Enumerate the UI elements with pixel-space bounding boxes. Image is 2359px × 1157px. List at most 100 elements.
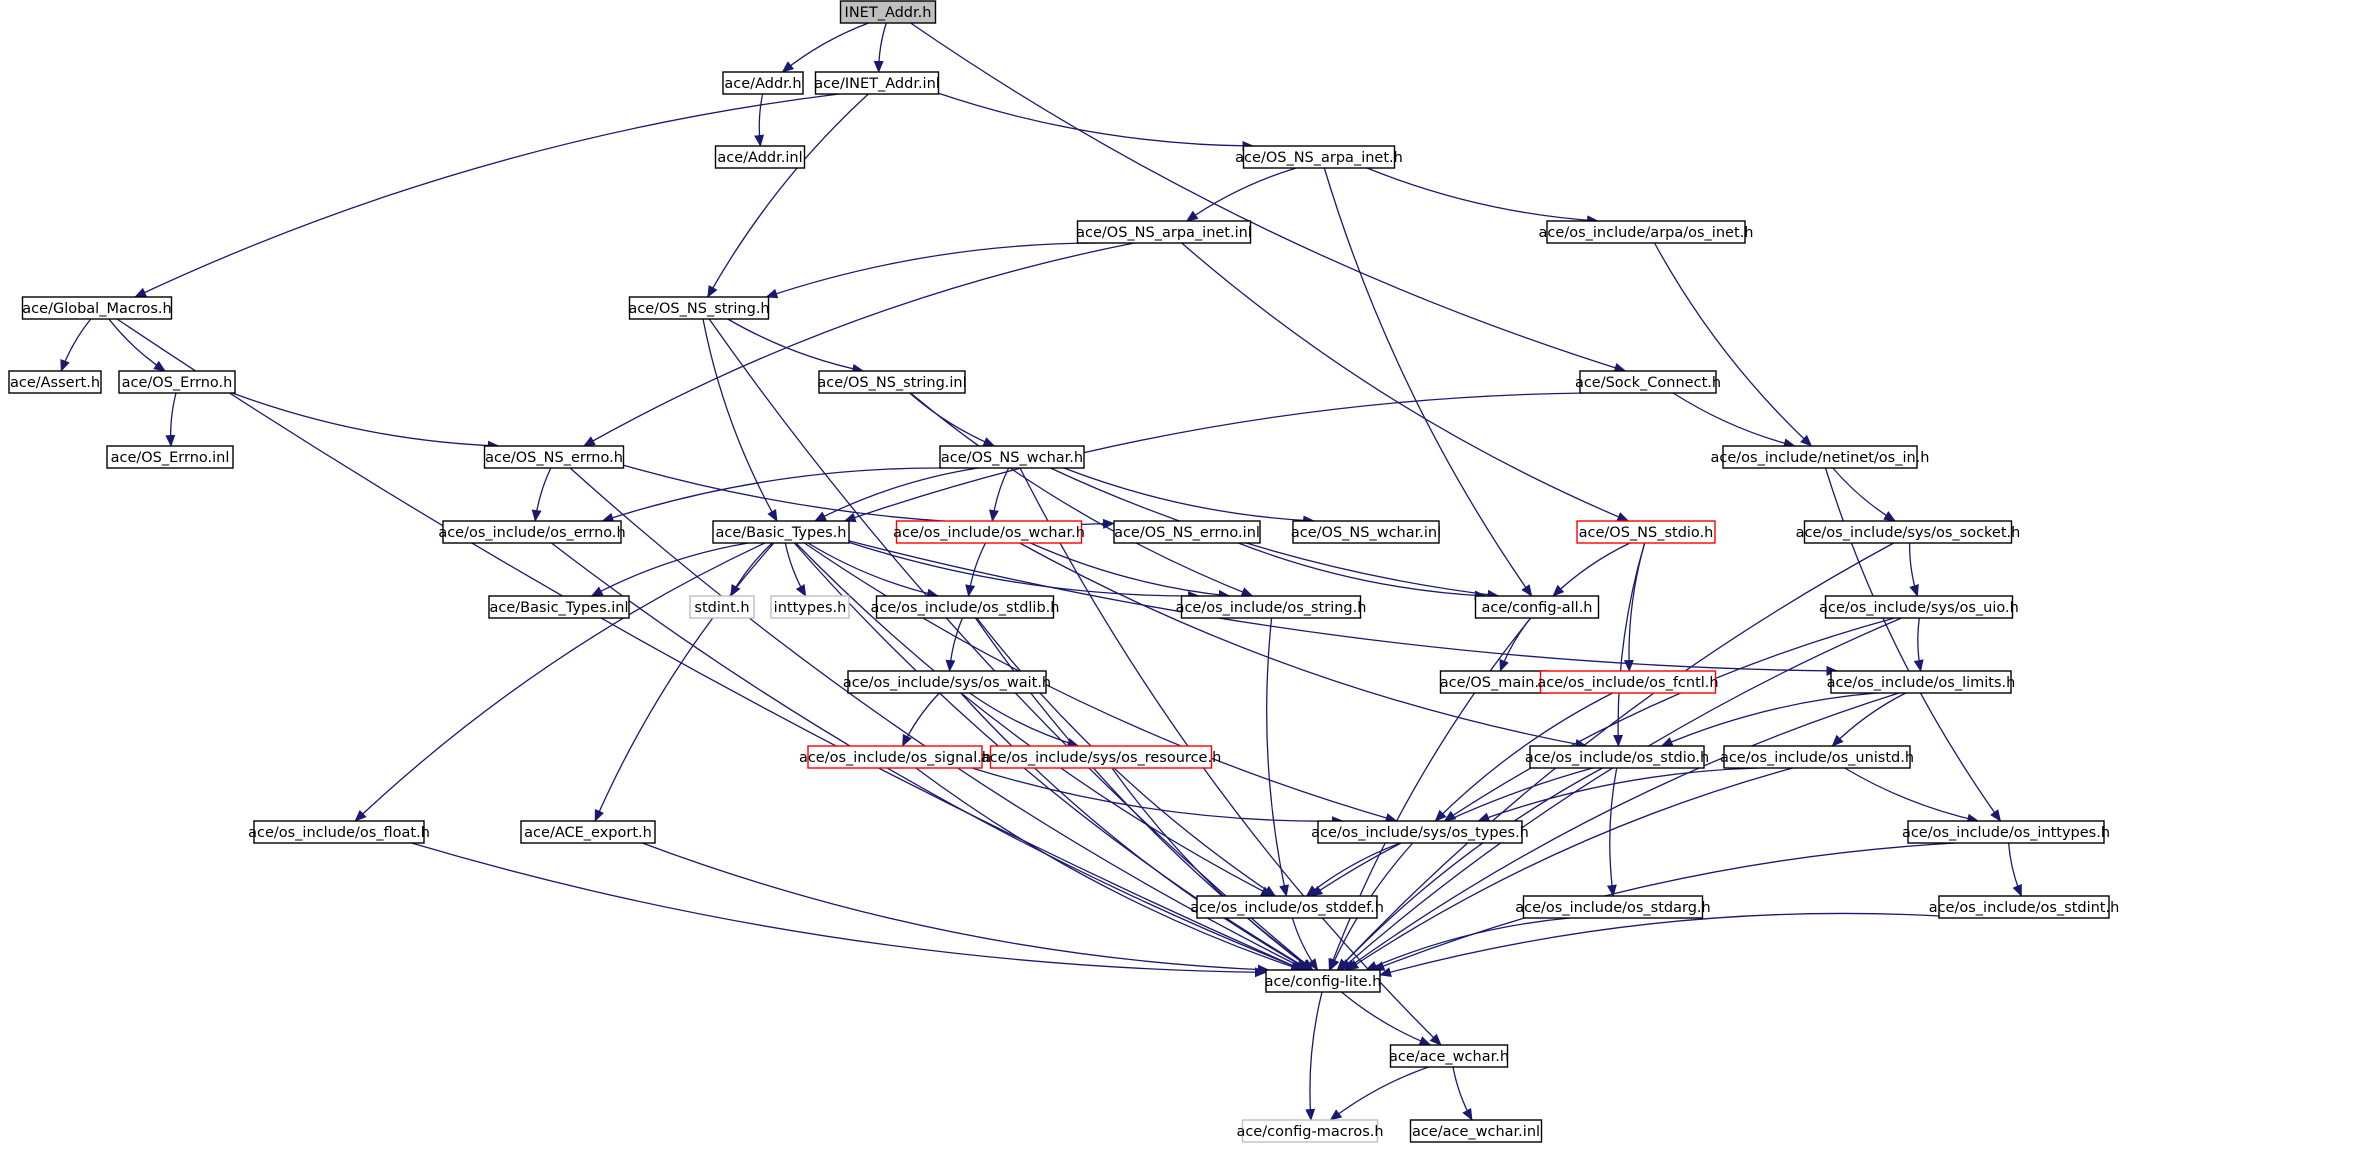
node-box: [1113, 520, 1261, 544]
node-os-inttypes-h[interactable]: ace/os_include/os_inttypes.h: [1902, 820, 2110, 844]
node-os-ns-errno-h[interactable]: ace/OS_NS_errno.h: [483, 445, 625, 469]
node-arpa-os-inet-h[interactable]: ace/os_include/arpa/os_inet.h: [1539, 220, 1754, 244]
node-inttypes-h[interactable]: inttypes.h: [770, 595, 850, 619]
node-label: ace/config-all.h: [1481, 600, 1592, 616]
node-label: ace/OS_NS_arpa_inet.inl: [1076, 225, 1252, 241]
edge-os_errno_h-to-os_errno_inl: [165, 392, 177, 447]
node-os-fcntl-h[interactable]: ace/os_include/os_fcntl.h: [1537, 670, 1719, 694]
node-config-all-h[interactable]: ace/config-all.h: [1474, 595, 1600, 619]
node-os-main-h[interactable]: ace/OS_main.h: [1440, 670, 1549, 694]
node-label: ace/os_include/os_limits.h: [1827, 675, 2016, 691]
node-box: [875, 595, 1055, 619]
node-label: ace/os_include/os_string.h: [1176, 600, 1367, 616]
node-box: [106, 445, 234, 469]
edge-os_ns_arpa_inet_h-to-config_all_h: [1323, 167, 1533, 597]
edge-basic_types_h-to-sys_os_types_h: [804, 542, 1398, 823]
edge-arpa_os_inet_h-to-netinet_os_in_h: [1653, 242, 1813, 447]
node-label: ace/os_include/sys/os_wait.h: [843, 675, 1051, 691]
node-os-ns-arpa-inet-inl[interactable]: ace/OS_NS_arpa_inet.inl: [1076, 220, 1252, 244]
edge-ace_export_h-to-config_lite_h: [642, 842, 1270, 975]
node-label: ace/config-macros.h: [1236, 1124, 1383, 1140]
node-os-ns-errno-inl[interactable]: ace/OS_NS_errno.inl: [1113, 520, 1261, 544]
node-box: [118, 370, 236, 394]
node-box: [1907, 820, 2105, 844]
edge-os_ns_arpa_inet_h-to-os_ns_arpa_inet_inl: [1185, 167, 1297, 222]
edge-os_ns_arpa_inet_inl-to-os_ns_errno_h: [582, 242, 1135, 447]
edge-global_macros_h-to-assert_h: [60, 318, 92, 372]
node-config-lite-h[interactable]: ace/config-lite.h: [1265, 969, 1382, 993]
node-box: [807, 745, 983, 769]
node-sock-connect-h[interactable]: ace/Sock_Connect.h: [1575, 370, 1721, 394]
node-box: [689, 595, 755, 619]
edge-os_ns_wchar_h-to-os_include_os_errno_h: [601, 467, 942, 523]
node-stdint-h[interactable]: stdint.h: [689, 595, 755, 619]
edge-os_ns_string_inl-to-os_string_h: [910, 392, 1254, 597]
node-os-string-h[interactable]: ace/os_include/os_string.h: [1176, 595, 1367, 619]
node-ace-wchar-inl[interactable]: ace/ace_wchar.inl: [1409, 1119, 1543, 1143]
node-sys-os-socket-h[interactable]: ace/os_include/sys/os_socket.h: [1796, 520, 2021, 544]
node-label: ace/os_include/os_signal.h: [799, 750, 991, 766]
node-box: [1076, 220, 1252, 244]
edge-os_include_os_wchar_h-to-os_stdlib_h: [965, 542, 987, 597]
node-os-stdlib-h[interactable]: ace/os_include/os_stdlib.h: [871, 595, 1060, 619]
node-box: [1938, 895, 2110, 919]
edge-os_unistd_h-to-os_inttypes_h: [1844, 767, 1980, 824]
node-os-ns-arpa-inet-h[interactable]: ace/OS_NS_arpa_inet.h: [1235, 145, 1403, 169]
node-os-stdio-h[interactable]: ace/os_include/os_stdio.h: [1525, 745, 1709, 769]
node-addr-h[interactable]: ace/Addr.h: [722, 71, 804, 95]
node-global-macros-h[interactable]: ace/Global_Macros.h: [21, 296, 173, 320]
node-os-include-os-errno-h[interactable]: ace/os_include/os_errno.h: [438, 520, 626, 544]
node-os-errno-inl[interactable]: ace/OS_Errno.inl: [106, 445, 234, 469]
node-os-stddef-h[interactable]: ace/os_include/os_stddef.h: [1190, 895, 1384, 919]
node-box: [1722, 445, 1918, 469]
node-label: ace/INET_Addr.inl: [814, 76, 940, 92]
node-inet-addr-h[interactable]: INET_Addr.h: [839, 0, 937, 24]
node-os-errno-h[interactable]: ace/OS_Errno.h: [118, 370, 236, 394]
node-os-float-h[interactable]: ace/os_include/os_float.h: [248, 820, 430, 844]
node-label: inttypes.h: [774, 600, 847, 616]
node-basic-types-inl[interactable]: ace/Basic_Types.inl: [488, 595, 630, 619]
node-sys-os-types-h[interactable]: ace/os_include/sys/os_types.h: [1311, 820, 1529, 844]
node-os-ns-string-inl[interactable]: ace/OS_NS_string.inl: [817, 370, 967, 394]
node-os-ns-stdio-h[interactable]: ace/OS_NS_stdio.h: [1576, 520, 1716, 544]
node-os-unistd-h[interactable]: ace/os_include/os_unistd.h: [1720, 745, 1914, 769]
edge-sys_os_wait_h-to-os_signal_h: [902, 692, 940, 747]
node-os-ns-wchar-h[interactable]: ace/OS_NS_wchar.h: [939, 445, 1085, 469]
node-os-limits-h[interactable]: ace/os_include/os_limits.h: [1827, 670, 2016, 694]
node-inet-addr-inl[interactable]: ace/INET_Addr.inl: [814, 71, 940, 95]
node-label: ace/os_include/os_float.h: [248, 825, 430, 841]
node-netinet-os-in-h[interactable]: ace/os_include/netinet/os_in.h: [1711, 445, 1930, 469]
node-os-stdint-h[interactable]: ace/os_include/os_stdint.h: [1929, 895, 2120, 919]
node-box: [1242, 145, 1396, 169]
node-label: ace/OS_NS_arpa_inet.h: [1235, 150, 1403, 166]
node-basic-types-h[interactable]: ace/Basic_Types.h: [712, 520, 850, 544]
node-os-stdarg-h[interactable]: ace/os_include/os_stdarg.h: [1515, 895, 1711, 919]
node-sys-os-resource-h[interactable]: ace/os_include/sys/os_resource.h: [981, 745, 1222, 769]
edge-os_stddef_h-to-config_lite_h: [1291, 917, 1319, 971]
node-ace-wchar-h[interactable]: ace/ace_wchar.h: [1389, 1044, 1509, 1068]
edge-config_all_h-to-os_main_h: [1499, 617, 1532, 672]
node-box: [1830, 670, 2012, 694]
edge-addr_h-to-addr_inl: [754, 93, 765, 147]
node-assert-h[interactable]: ace/Assert.h: [8, 370, 102, 394]
edge-sys_os_resource_h-to-config_lite_h: [1111, 767, 1313, 971]
node-sys-os-uio-h[interactable]: ace/os_include/sys/os_uio.h: [1819, 595, 2019, 619]
node-os-ns-wchar-inl[interactable]: ace/OS_NS_wchar.inl: [1291, 520, 1441, 544]
node-os-ns-string-h[interactable]: ace/OS_NS_string.h: [628, 296, 770, 320]
node-label: ace/os_include/os_fcntl.h: [1537, 675, 1718, 691]
node-box: [989, 745, 1213, 769]
node-label: ace/Addr.h: [724, 76, 801, 92]
node-label: ace/os_include/os_unistd.h: [1720, 750, 1914, 766]
node-box: [712, 520, 850, 544]
node-label: ace/OS_NS_errno.h: [485, 450, 623, 466]
node-label: ace/config-lite.h: [1265, 974, 1382, 990]
node-os-include-os-wchar-h[interactable]: ace/os_include/os_wchar.h: [893, 520, 1085, 544]
node-addr-inl[interactable]: ace/Addr.inl: [714, 145, 806, 169]
node-box: [1241, 1119, 1379, 1143]
node-sys-os-wait-h[interactable]: ace/os_include/sys/os_wait.h: [843, 670, 1051, 694]
node-ace-export-h[interactable]: ace/ACE_export.h: [520, 820, 656, 844]
node-os-signal-h[interactable]: ace/os_include/os_signal.h: [799, 745, 991, 769]
node-box: [1409, 1119, 1543, 1143]
node-config-macros-h[interactable]: ace/config-macros.h: [1236, 1119, 1384, 1143]
node-box: [1546, 220, 1746, 244]
